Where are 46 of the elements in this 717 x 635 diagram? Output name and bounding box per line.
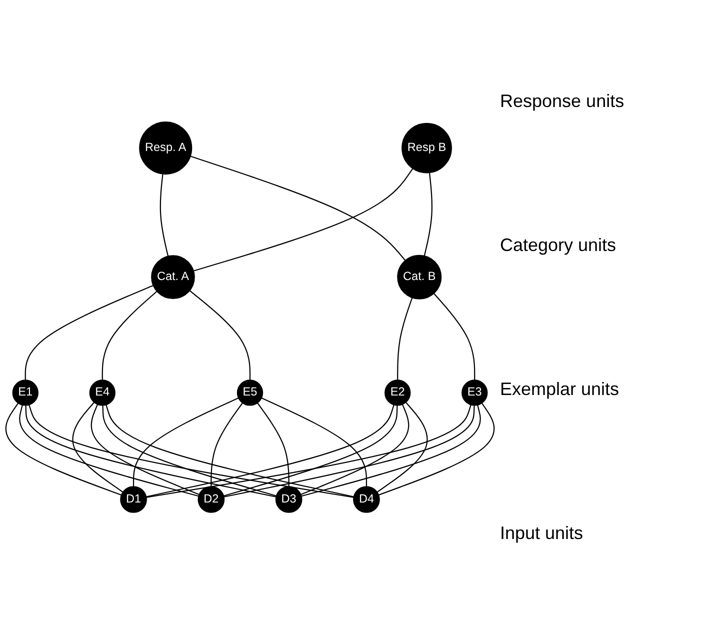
node-circle: E4 [89,380,116,406]
layer-label: Input units [500,522,584,544]
layer-label: Response units [500,91,626,112]
connector [210,402,243,487]
node-circle: E2 [384,380,411,406]
node-circle: Resp B [402,123,452,174]
connector [146,405,472,498]
connector [224,406,398,497]
connector [102,291,158,380]
node-circle: D3 [275,486,302,514]
node-circle: Resp. A [139,122,192,175]
connector [301,405,481,497]
connector [146,405,394,498]
connector [5,403,122,496]
connector [378,403,495,496]
connector [397,298,413,380]
connector [189,290,251,380]
node-circle: Cat. A [151,255,195,300]
connector [72,402,124,493]
node-circle: Cat. B [397,255,442,300]
connector [190,156,406,262]
connector [224,406,475,498]
connector [433,293,476,380]
node-circle: D2 [198,486,225,514]
connector [102,406,276,497]
connector [132,398,239,487]
connector [24,285,154,380]
node-circle: E1 [12,380,38,406]
connector [376,402,428,493]
connector [28,405,354,498]
connector [19,405,199,497]
connector [106,405,354,498]
connector [160,174,169,256]
connector [424,172,433,256]
connector [90,404,200,496]
layer-label: Exemplar units [500,378,620,400]
node-circle: D4 [353,486,380,514]
connector [25,406,276,498]
connector [257,402,290,487]
connector [261,398,368,487]
connector [194,168,414,272]
node-circle: E5 [236,380,264,406]
node-circle: E3 [462,380,488,406]
layer-label: Category units [500,235,618,256]
connector [300,404,410,496]
node-circle: D1 [120,486,147,514]
